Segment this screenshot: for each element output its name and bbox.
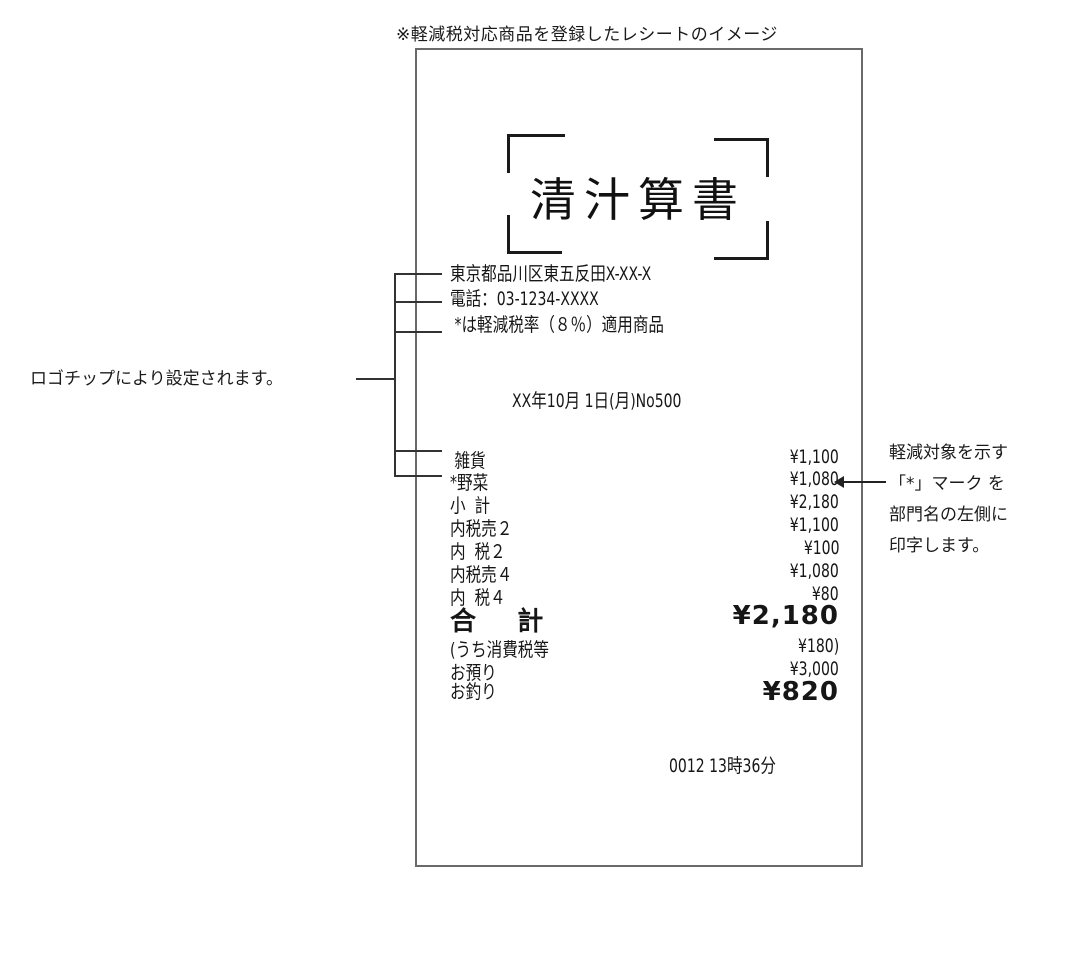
line-item: *野菜¥1,080 [450,468,839,494]
subtotal-row: 小 計¥2,180 [450,491,839,517]
connector-line [394,450,442,452]
reduced-mark-note: 軽減対象を示す 「*」マーク を 部門名の左側に 印字します。 [889,443,1008,556]
receipt-footer: 0012 13時36分 [669,755,776,777]
logo-bracket-icon [507,134,565,173]
logo-chip-note: ロゴチップにより設定されます。 [30,369,283,389]
store-phone: 電話：03-1234-XXXX [450,288,599,310]
connector-line [394,331,442,333]
receipt-caption: ※軽減税対応商品を登録したレシートのイメージ [396,25,778,45]
connector-line [394,475,442,477]
connector-line [394,301,442,303]
logo-bracket-icon [507,215,562,254]
line-item: 雑貨¥1,100 [450,446,839,472]
store-address: 東京都品川区東五反田X-XX-X [450,263,652,285]
reduced-tax-notice: *は軽減税率（８％）適用商品 [450,314,665,336]
logo-text: 清汁算書 [530,173,746,227]
tax-row: 内 税４¥80 [450,583,839,609]
tax-included-row: (うち消費税等¥180) [450,635,839,661]
tax-row: 内 税２¥100 [450,537,839,563]
tax-sales-row: 内税売４¥1,080 [450,560,839,586]
connector-line [394,273,396,475]
connector-line [394,273,442,275]
arrow-left-icon [834,476,886,488]
tax-sales-row: 内税売２¥1,100 [450,514,839,540]
change-row: お釣り¥820 [450,677,839,707]
date-line: XX年10月 1日(月)No500 [512,390,682,412]
store-logo: 清汁算書 [507,134,769,260]
logo-bracket-icon [714,138,769,177]
total-row: 合 計¥2,180 [450,601,839,637]
receipt-image: 清汁算書 東京都品川区東五反田X-XX-X 電話：03-1234-XXXX *は… [415,48,863,867]
logo-bracket-icon [714,221,769,260]
connector-line [356,378,396,380]
received-row: お預り¥3,000 [450,658,839,684]
